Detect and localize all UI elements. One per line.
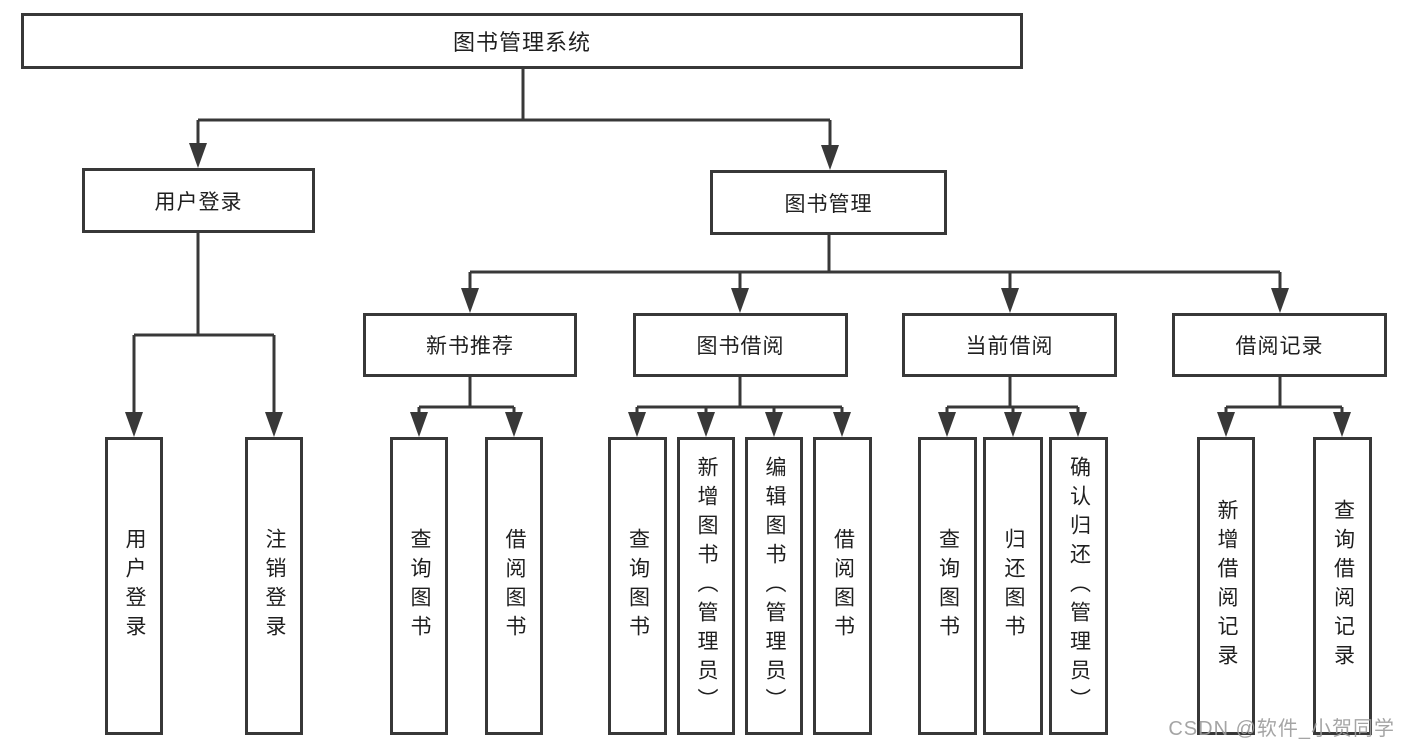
- leaf-borrow-books: 借阅图书: [813, 437, 872, 735]
- arrow-down-icon: [1004, 412, 1022, 437]
- leaf-confirm-return-admin: 确认归还（管理员）: [1049, 437, 1108, 735]
- arrow-down-icon: [1271, 288, 1289, 313]
- arrow-down-icon: [731, 288, 749, 313]
- node-book-borrow: 图书借阅: [633, 313, 848, 377]
- leaf-query-books: 查询图书: [390, 437, 448, 735]
- arrow-down-icon: [938, 412, 956, 437]
- leaf-edit-book-admin: 编辑图书（管理员）: [745, 437, 803, 735]
- watermark-text: CSDN @软件_小贺同学: [1168, 718, 1395, 740]
- arrow-down-icon: [697, 412, 715, 437]
- arrow-down-icon: [125, 412, 143, 437]
- node-book-management: 图书管理: [710, 170, 947, 235]
- leaf-query-books: 查询图书: [608, 437, 667, 735]
- leaf-add-borrow-record: 新增借阅记录: [1197, 437, 1255, 735]
- arrow-down-icon: [833, 412, 851, 437]
- leaf-borrow-books: 借阅图书: [485, 437, 543, 735]
- arrow-down-icon: [765, 412, 783, 437]
- arrow-down-icon: [628, 412, 646, 437]
- arrow-down-icon: [265, 412, 283, 437]
- arrow-down-icon: [1333, 412, 1351, 437]
- arrow-down-icon: [1217, 412, 1235, 437]
- arrow-down-icon: [1069, 412, 1087, 437]
- leaf-add-book-admin: 新增图书（管理员）: [677, 437, 735, 735]
- node-library-system: 图书管理系统: [21, 13, 1023, 69]
- node-current-borrow: 当前借阅: [902, 313, 1117, 377]
- arrow-down-icon: [1001, 288, 1019, 313]
- arrow-down-icon: [821, 145, 839, 170]
- arrow-down-icon: [505, 412, 523, 437]
- node-user-login: 用户登录: [82, 168, 315, 233]
- leaf-logout: 注销登录: [245, 437, 303, 735]
- leaf-query-books: 查询图书: [918, 437, 977, 735]
- leaf-return-books: 归还图书: [983, 437, 1043, 735]
- arrow-down-icon: [461, 288, 479, 313]
- node-borrow-record: 借阅记录: [1172, 313, 1387, 377]
- node-new-book-recommend: 新书推荐: [363, 313, 577, 377]
- arrow-down-icon: [410, 412, 428, 437]
- leaf-user-login: 用户登录: [105, 437, 163, 735]
- leaf-query-borrow-record: 查询借阅记录: [1313, 437, 1372, 735]
- arrow-down-icon: [189, 143, 207, 168]
